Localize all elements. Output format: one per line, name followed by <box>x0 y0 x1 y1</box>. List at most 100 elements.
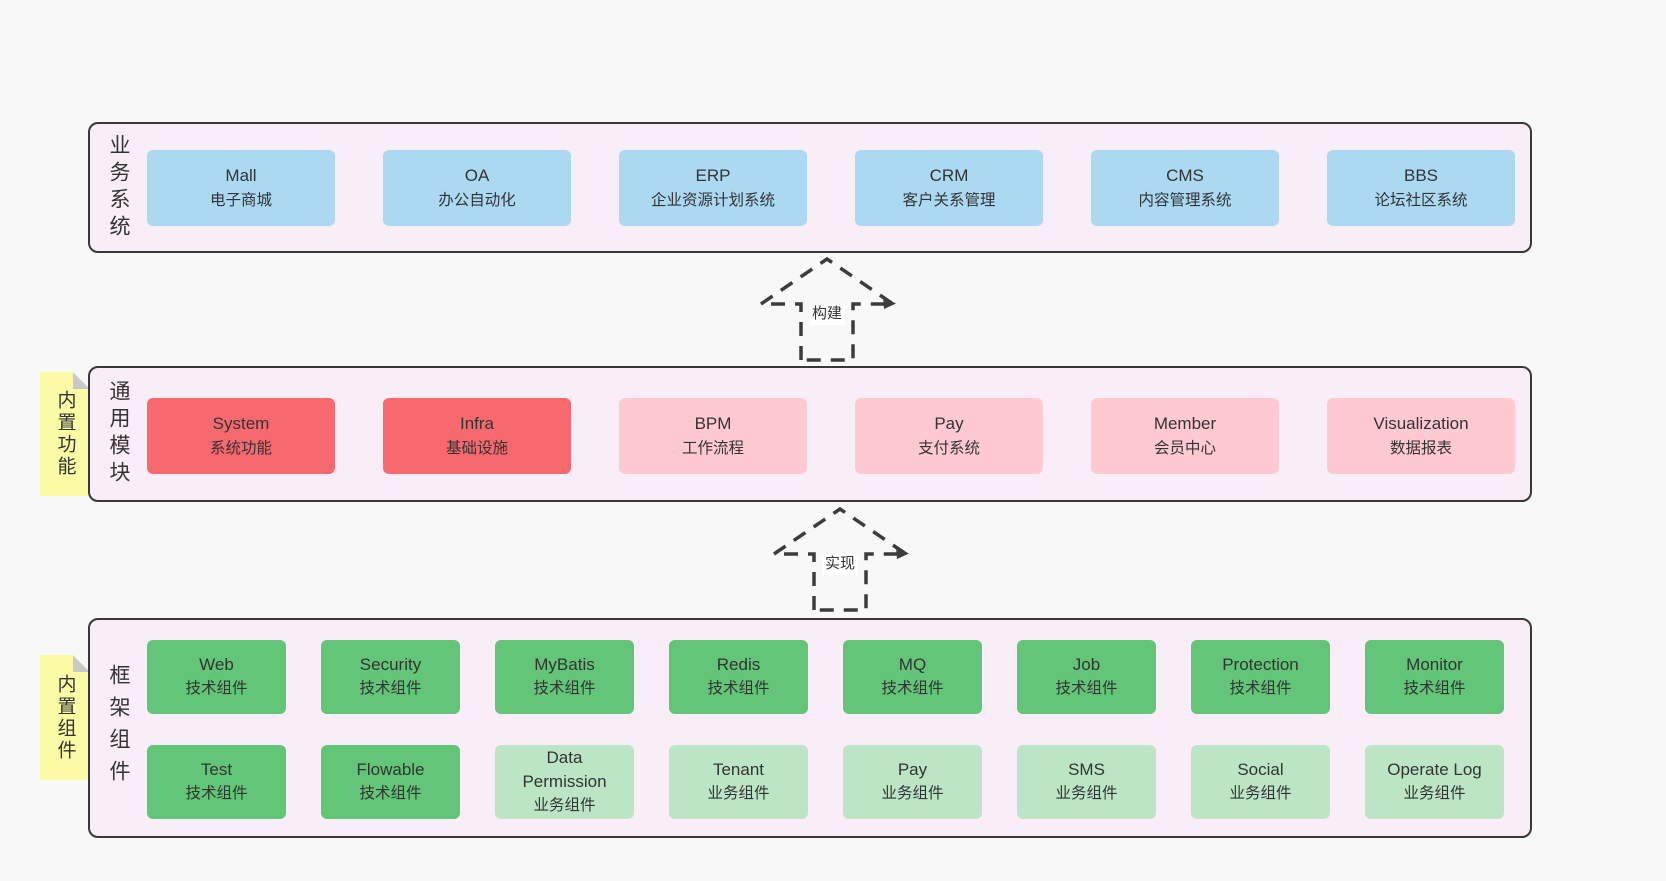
box-subtitle: 技术组件 <box>1229 680 1292 697</box>
sticky-fold-icon <box>73 655 90 672</box>
box-title: BPM <box>694 414 732 433</box>
box-subtitle: 业务组件 <box>1229 785 1292 802</box>
box-title: Tenant <box>712 760 765 779</box>
box-subtitle: 内容管理系统 <box>1138 192 1232 209</box>
box-subtitle: 业务组件 <box>533 797 596 814</box>
box-title: Infra <box>459 414 495 433</box>
up-arrow-icon <box>768 506 912 612</box>
box-cms: CMS 内容管理系统 <box>1091 150 1279 226</box>
box-tenant: Tenant 业务组件 <box>669 745 808 819</box>
box-subtitle: 技术组件 <box>359 680 422 697</box>
box-subtitle: 办公自动化 <box>438 192 516 209</box>
box-test: Test 技术组件 <box>147 745 286 819</box>
box-redis: Redis 技术组件 <box>669 640 808 714</box>
sticky-note-builtin-features: 内置功能 <box>40 372 90 496</box>
box-title: Pay <box>897 760 928 779</box>
sticky-note-builtin-components: 内置组件 <box>40 655 90 780</box>
box-title: MyBatis <box>534 655 595 674</box>
box-title: ERP <box>695 166 731 185</box>
panel-label-business-systems: 业务系统 <box>107 133 130 242</box>
box-subtitle: 客户关系管理 <box>902 192 996 209</box>
box-infra: Infra 基础设施 <box>383 398 571 474</box>
panel-common-modules: 通用模块 System 系统功能 Infra 基础设施 BPM 工作流程 Pay… <box>88 366 1532 502</box>
box-row: Web 技术组件 Security 技术组件 MyBatis 技术组件 Redi… <box>147 640 1504 714</box>
box-title: System <box>212 414 270 433</box>
panel-framework-components: 框架组件 Web 技术组件 Security 技术组件 MyBatis 技术组件… <box>88 618 1532 838</box>
box-crm: CRM 客户关系管理 <box>855 150 1043 226</box>
box-flowable: Flowable 技术组件 <box>321 745 460 819</box>
arrow-implement-label: 实现 <box>821 554 859 575</box>
box-monitor: Monitor 技术组件 <box>1365 640 1504 714</box>
box-title: Monitor <box>1406 655 1463 674</box>
box-subtitle: 系统功能 <box>209 440 272 457</box>
box-row: Mall 电子商城 OA 办公自动化 ERP 企业资源计划系统 CRM 客户关系… <box>147 150 1515 226</box>
box-subtitle: 会员中心 <box>1153 440 1216 457</box>
box-title: Job <box>1072 655 1101 674</box>
box-web: Web 技术组件 <box>147 640 286 714</box>
sticky-fold-icon <box>73 372 90 389</box>
box-subtitle: 工作流程 <box>681 440 744 457</box>
box-subtitle: 技术组件 <box>707 680 770 697</box>
box-security: Security 技术组件 <box>321 640 460 714</box>
box-title: Flowable <box>356 760 425 779</box>
up-arrow-icon <box>755 256 899 362</box>
box-visualization: Visualization 数据报表 <box>1327 398 1515 474</box>
box-title: MQ <box>898 655 927 674</box>
box-subtitle: 技术组件 <box>533 680 596 697</box>
box-bpm: BPM 工作流程 <box>619 398 807 474</box>
box-title: CRM <box>929 166 969 185</box>
box-erp: ERP 企业资源计划系统 <box>619 150 807 226</box>
box-row: Test 技术组件 Flowable 技术组件 Data Permission … <box>147 745 1504 819</box>
arrow-build-label: 构建 <box>808 304 846 325</box>
box-subtitle: 业务组件 <box>1403 785 1466 802</box>
box-bbs: BBS 论坛社区系统 <box>1327 150 1515 226</box>
box-subtitle: 技术组件 <box>185 680 248 697</box>
box-subtitle: 企业资源计划系统 <box>650 192 775 209</box>
box-title: CMS <box>1166 166 1204 185</box>
box-data-permission: Data Permission 业务组件 <box>495 745 634 819</box>
box-pay-system: Pay 支付系统 <box>855 398 1043 474</box>
box-title: Redis <box>716 655 761 674</box>
box-mybatis: MyBatis 技术组件 <box>495 640 634 714</box>
box-title: Social <box>1237 760 1284 779</box>
box-subtitle: 数据报表 <box>1389 440 1452 457</box>
box-mq: MQ 技术组件 <box>843 640 982 714</box>
box-title: Security <box>359 655 422 674</box>
arrow-build: 构建 <box>755 256 899 363</box>
box-title: Visualization <box>1373 414 1469 433</box>
box-subtitle: 基础设施 <box>445 440 508 457</box>
arrow-implement: 实现 <box>768 506 912 613</box>
panel-label-common-modules: 通用模块 <box>107 380 130 488</box>
box-subtitle: 技术组件 <box>881 680 944 697</box>
box-protection: Protection 技术组件 <box>1191 640 1330 714</box>
box-title: Pay <box>934 414 964 433</box>
box-title: OA <box>464 166 490 185</box>
box-subtitle: 业务组件 <box>1055 785 1118 802</box>
box-title: Operate Log <box>1387 760 1482 779</box>
box-system: System 系统功能 <box>147 398 335 474</box>
box-subtitle: 技术组件 <box>1403 680 1466 697</box>
box-pay-component: Pay 业务组件 <box>843 745 982 819</box>
box-sms: SMS 业务组件 <box>1017 745 1156 819</box>
box-member: Member 会员中心 <box>1091 398 1279 474</box>
box-title: Test <box>200 760 233 779</box>
box-title: SMS <box>1068 760 1105 779</box>
box-subtitle: 电子商城 <box>209 192 272 209</box>
box-subtitle: 技术组件 <box>1055 680 1118 697</box>
box-social: Social 业务组件 <box>1191 745 1330 819</box>
box-title: Mall <box>225 166 257 185</box>
box-subtitle: 业务组件 <box>881 785 944 802</box>
panel-business-systems: 业务系统 Mall 电子商城 OA 办公自动化 ERP 企业资源计划系统 CRM… <box>88 122 1532 253</box>
box-subtitle: 业务组件 <box>707 785 770 802</box>
box-title: Data Permission <box>522 748 607 791</box>
box-job: Job 技术组件 <box>1017 640 1156 714</box>
box-row: System 系统功能 Infra 基础设施 BPM 工作流程 Pay 支付系统… <box>147 398 1515 474</box>
box-title: Member <box>1153 414 1217 433</box>
sticky-note-text: 内置组件 <box>54 673 76 762</box>
box-subtitle: 支付系统 <box>917 440 980 457</box>
panel-label-framework-components: 框架组件 <box>107 664 130 792</box>
box-title: Protection <box>1222 655 1299 674</box>
box-subtitle: 技术组件 <box>359 785 422 802</box>
box-operate-log: Operate Log 业务组件 <box>1365 745 1504 819</box>
